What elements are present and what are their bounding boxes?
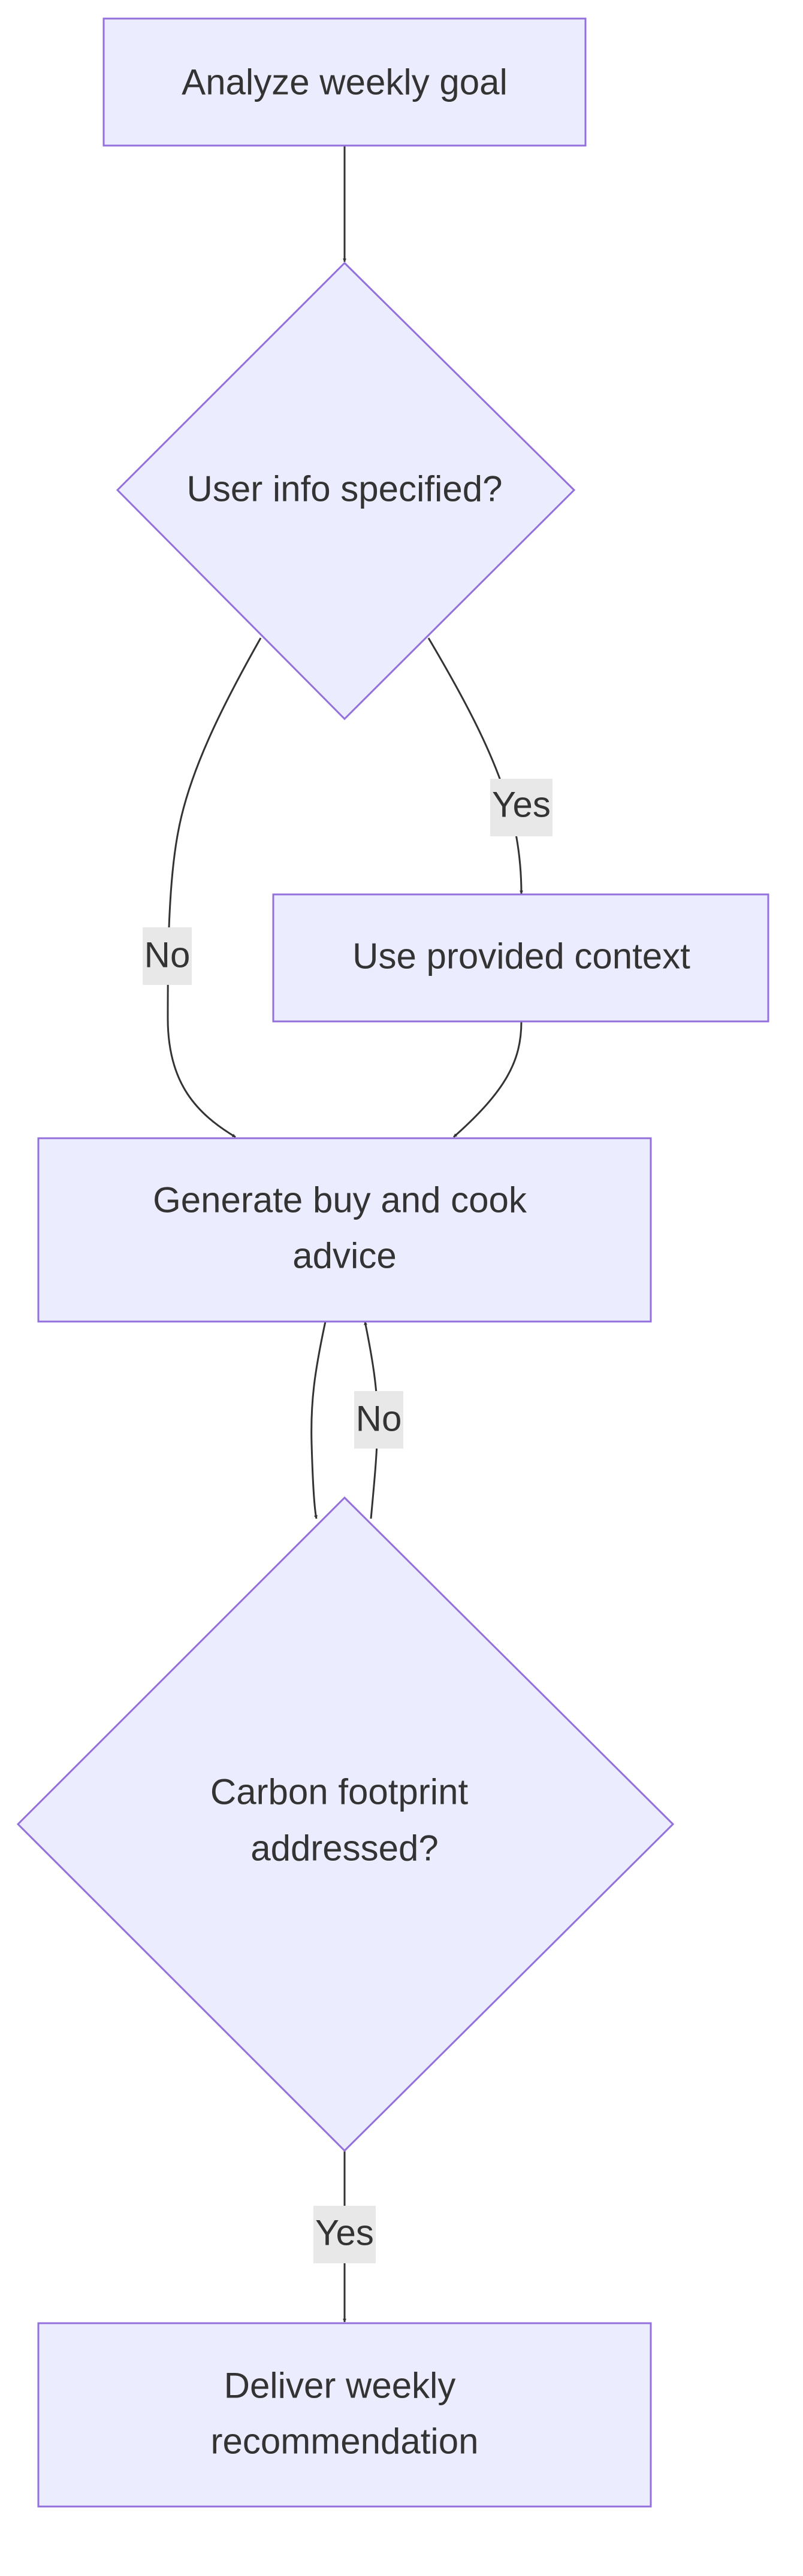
user-info-decision-label: User info specified? [187, 469, 503, 509]
edge-label-user-info-no-text: No [144, 935, 191, 975]
edge-label-user-info-yes-text: Yes [492, 785, 551, 825]
edge-label-carbon-yes: Yes [313, 2206, 376, 2263]
carbon-decision-label-line-1: Carbon footprint [210, 1772, 469, 1812]
edge-labels: Yes No No Yes [143, 779, 553, 2263]
generate-advice-node: Generate buy and cook advice [37, 1137, 652, 1323]
user-info-decision-node: User info specified? [116, 261, 576, 721]
edge-label-carbon-yes-text: Yes [315, 2213, 374, 2253]
edge-user-info-to-context [427, 637, 523, 894]
generate-advice-label-line-1: Generate buy and cook [153, 1180, 527, 1220]
analyze-goal-node: Analyze weekly goal [102, 17, 587, 147]
generate-advice-label-line-2: advice [292, 1236, 396, 1276]
edge-context-to-generate [453, 1021, 523, 1138]
deliver-label-line-2: recommendation [211, 2421, 479, 2462]
edge-label-carbon-no-text: No [356, 1399, 402, 1439]
edge-generate-to-carbon [310, 1321, 327, 1519]
use-context-label: Use provided context [352, 936, 690, 976]
edge-user-info-to-generate [167, 637, 262, 1138]
nodes: Analyze weekly goal User info specified?… [16, 17, 769, 2508]
edge-label-user-info-no: No [143, 927, 192, 985]
use-context-node: Use provided context [272, 893, 769, 1023]
carbon-decision-label-line-2: addressed? [250, 1828, 439, 1868]
edge-label-carbon-no: No [354, 1391, 403, 1449]
analyze-goal-label: Analyze weekly goal [182, 62, 508, 102]
carbon-decision-node: Carbon footprint addressed? [16, 1496, 675, 2152]
deliver-node: Deliver weekly recommendation [37, 2322, 652, 2508]
deliver-label-line-1: Deliver weekly [224, 2366, 456, 2406]
edge-label-user-info-yes: Yes [490, 779, 553, 836]
